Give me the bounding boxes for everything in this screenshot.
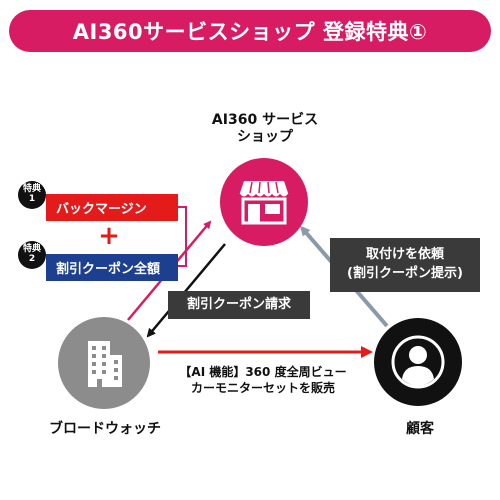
- coupon-request-label: 割引クーポン請求: [168, 291, 310, 319]
- install-request-label: 取付けを依頼 (割引クーポン提示): [330, 238, 480, 292]
- arrow-shop-to-bw: [146, 243, 226, 338]
- broad-watch-node: [58, 317, 150, 409]
- shop-label: AI360 サービス ショップ: [211, 112, 319, 145]
- customer-node: [374, 318, 462, 406]
- sale-label: 【AI 機能】360 度全周ビュー カーモニターセットを販売: [179, 365, 347, 396]
- plus-sign: +: [98, 221, 120, 251]
- title-banner: AI360サービスショップ 登録特典①: [9, 10, 491, 52]
- person-icon: [391, 335, 445, 389]
- benefit-back-margin: バックマージン: [46, 194, 178, 221]
- benefit-coupon: 割引クーポン全額: [46, 254, 178, 281]
- broad-watch-label: ブロードウォッチ: [49, 421, 161, 437]
- building-icon: [88, 341, 122, 387]
- benefit-badge-1: 特典 1: [18, 181, 46, 209]
- page-title: AI360サービスショップ 登録特典①: [72, 20, 428, 44]
- customer-label: 顧客: [406, 421, 434, 437]
- benefit-arrow: [178, 206, 187, 267]
- store-icon: [239, 181, 289, 225]
- benefit-badge-2: 特典 2: [18, 241, 46, 269]
- shop-node: [220, 158, 308, 246]
